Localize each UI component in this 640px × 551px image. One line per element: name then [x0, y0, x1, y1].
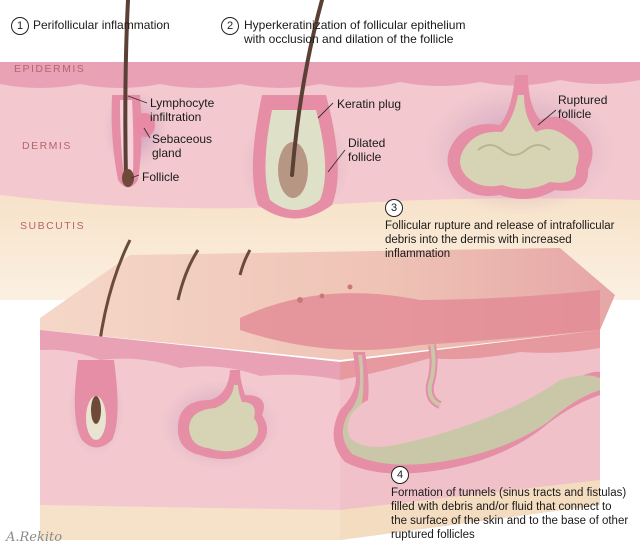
block-rupture-debris — [189, 385, 259, 452]
sebaceous-gland — [135, 113, 155, 137]
step-1-text: Perifollicular inflammation — [33, 18, 170, 32]
skin-pore — [347, 284, 353, 290]
block-front-epidermis — [40, 330, 340, 380]
surface-hair — [176, 249, 200, 301]
sinus-tract-branch-debris — [427, 344, 441, 407]
step-4-number: 4 — [391, 466, 409, 484]
ruptured-follicle-label: Ruptured follicle — [558, 93, 608, 121]
step-1-number: 1 — [11, 17, 29, 35]
debris-texture — [477, 144, 551, 156]
block-front-subcutis — [40, 505, 340, 540]
epidermis-band — [0, 62, 640, 88]
hair-bulb — [122, 169, 134, 187]
dilated-follicle-label: Dilated follicle — [348, 136, 386, 164]
skin-block — [40, 239, 615, 540]
skin-pore — [297, 297, 303, 303]
epidermis-label: EPIDERMIS — [14, 63, 86, 75]
follicular-debris — [460, 95, 579, 189]
lymphocyte-label: Lymphocyte infiltration — [150, 96, 215, 124]
skin-surface-lesion — [240, 290, 600, 350]
step-4-text: Formation of tunnels (sinus tracts and f… — [391, 487, 629, 541]
block-side-epidermis — [340, 330, 600, 380]
surface-hair — [238, 249, 252, 276]
keratin-plug-label: Keratin plug — [337, 97, 402, 111]
sinus-tract-debris — [342, 355, 600, 465]
block-hair-root — [91, 396, 101, 424]
step-2-number: 2 — [221, 17, 239, 35]
sebaceous-gland-label: Sebaceous gland — [152, 132, 213, 160]
hair-shaft-2 — [290, 0, 324, 177]
hair-shaft — [123, 0, 130, 182]
block-side-subcutis — [340, 480, 600, 540]
subcutis-label: SUBCUTIS — [20, 220, 86, 232]
step-3-number: 3 — [385, 199, 403, 217]
step-3-text: Follicular rupture and release of intraf… — [385, 220, 615, 260]
artist-signature: A.Rekito — [6, 530, 63, 545]
skin-pore — [319, 293, 325, 299]
leader-lines — [127, 95, 557, 179]
dermis-label: DERMIS — [22, 140, 72, 152]
follicle-label: Follicle — [142, 170, 180, 184]
step-2-text: Hyperkeratinization of follicular epithe… — [244, 18, 466, 46]
